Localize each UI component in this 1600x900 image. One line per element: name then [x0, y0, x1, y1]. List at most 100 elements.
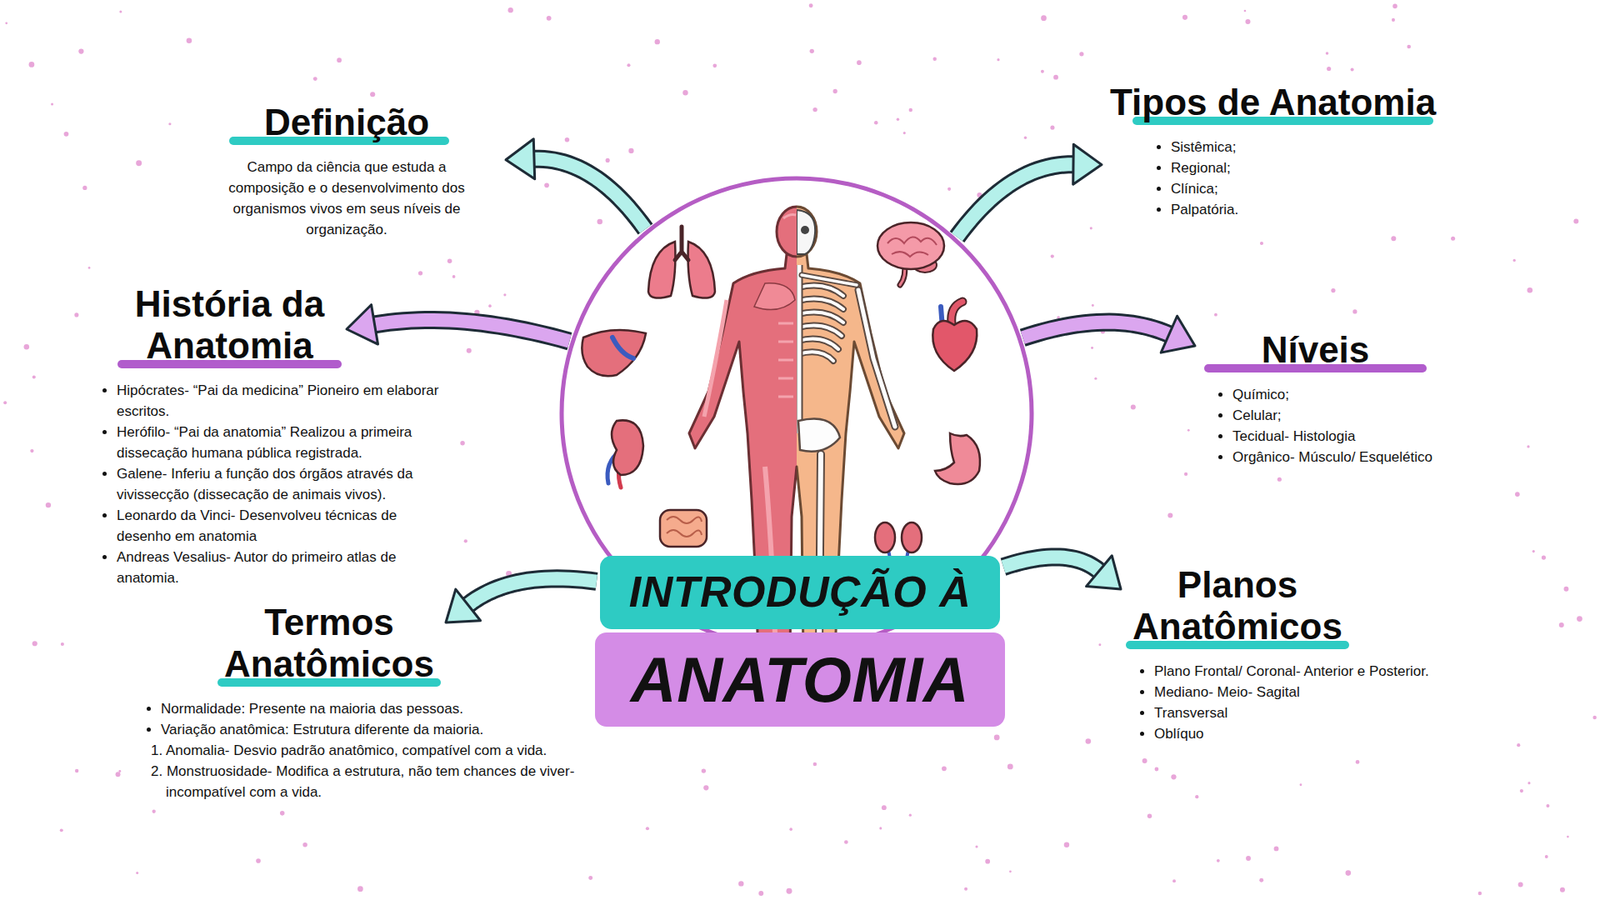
arrow-head — [1160, 315, 1195, 353]
background-dot — [964, 887, 968, 891]
bullet-item: Clínica; — [1170, 178, 1474, 200]
background-dot — [941, 765, 947, 771]
background-dot — [1592, 715, 1596, 720]
background-dot — [1545, 804, 1550, 808]
background-dot — [1170, 774, 1176, 780]
background-dot — [1091, 304, 1095, 307]
bullet-item: Mediano- Meio- Sagital — [1154, 681, 1509, 703]
background-dot — [1516, 743, 1520, 747]
background-dot — [1478, 891, 1482, 895]
background-dot — [856, 60, 862, 65]
background-dot — [786, 888, 793, 895]
background-dot — [45, 502, 51, 508]
curved-arrow — [1003, 555, 1121, 590]
illustration-part — [797, 265, 802, 434]
background-dot — [78, 48, 84, 54]
background-dot — [1182, 15, 1188, 20]
arrow-head — [505, 139, 535, 180]
background-dot — [596, 219, 603, 225]
background-dot — [1559, 622, 1565, 628]
illustration-part — [877, 222, 945, 270]
background-dot — [985, 859, 990, 865]
background-dot — [1352, 309, 1357, 314]
background-dot — [682, 90, 688, 95]
arrow-outline — [1022, 322, 1170, 339]
bullet-item: Galene- Inferiu a função dos órgãos atra… — [116, 463, 455, 505]
title-text: ANATOMIA — [630, 645, 970, 715]
background-dot — [645, 826, 650, 830]
background-dot — [1187, 429, 1190, 432]
background-dot — [833, 89, 838, 94]
background-dot — [1142, 758, 1148, 764]
background-dot — [488, 304, 492, 308]
background-dot — [903, 131, 906, 135]
background-dot — [5, 21, 8, 25]
background-dot — [1566, 835, 1570, 839]
background-dot — [1244, 10, 1247, 13]
arrow-body — [1022, 322, 1170, 339]
background-dot — [810, 49, 815, 54]
topic-heading: Níveis — [1204, 329, 1427, 371]
background-dot — [1350, 67, 1355, 71]
bullet-item: Celular; — [1232, 405, 1500, 426]
arrow-body — [956, 164, 1074, 237]
arrow-body — [468, 578, 597, 605]
background-dot — [1576, 615, 1583, 622]
background-dot — [1300, 783, 1303, 786]
topic-heading: Planos Anatômicos — [1125, 564, 1350, 648]
arrow-head — [346, 305, 379, 345]
illustration-part — [798, 285, 844, 361]
topic-heading: Tipos de Anatomia — [1110, 81, 1474, 124]
background-dot — [874, 120, 879, 125]
illustration-part — [800, 225, 810, 235]
bullet-item: Tecidual- Histologia — [1232, 425, 1500, 447]
background-dot — [1527, 287, 1534, 294]
background-dot — [1245, 19, 1250, 25]
background-dot — [813, 762, 818, 767]
background-dot — [758, 890, 764, 896]
background-dot — [1085, 738, 1092, 745]
background-dot — [1214, 313, 1218, 317]
background-dot — [60, 828, 64, 832]
background-dot — [628, 148, 634, 154]
hub-circle — [561, 178, 1032, 649]
background-dot — [703, 785, 709, 790]
background-dot — [75, 769, 79, 773]
background-dot — [1007, 763, 1014, 770]
bullet-list: Normalidade: Presente na maioria das pes… — [141, 698, 575, 803]
background-dot — [712, 64, 717, 69]
bullet-item: Sistêmica; — [1170, 136, 1474, 158]
bullet-list: Químico;Celular;Tecidual- HistologiaOrgâ… — [1200, 384, 1500, 468]
title-band: INTRODUÇÃO À — [600, 555, 1000, 630]
background-dot — [452, 275, 456, 279]
background-dot — [74, 312, 79, 317]
background-dot — [24, 344, 30, 350]
arrow-body — [534, 159, 645, 230]
arrow-head — [1073, 144, 1102, 185]
background-dot — [1345, 870, 1352, 876]
background-dot — [135, 871, 139, 875]
bullet-item: Oblíquo — [1154, 723, 1509, 745]
illustration-part — [951, 301, 963, 324]
background-dot — [357, 885, 364, 892]
bullet-list: Sistêmica;Regional;Clínica;Palpatória. — [1106, 136, 1474, 220]
illustration-part — [951, 301, 963, 324]
topic-heading: Termos Anatômicos — [217, 601, 441, 685]
background-dot — [1355, 760, 1360, 765]
numbered-item: 2. Monstruosidade- Modifica a estrutura,… — [150, 760, 575, 803]
background-dot — [370, 91, 375, 97]
topic-node: História da AnatomiaHipócrates- “Pai da … — [95, 283, 455, 589]
background-dot — [1406, 45, 1411, 50]
curved-arrow — [1022, 315, 1195, 353]
background-dot — [932, 57, 936, 61]
illustration-part — [581, 330, 646, 376]
background-dot — [313, 76, 318, 81]
background-dot — [168, 122, 171, 125]
background-dot — [1130, 405, 1136, 410]
background-dot — [1450, 236, 1455, 241]
illustration-part — [783, 215, 796, 220]
illustration-part — [875, 522, 895, 553]
background-dot — [789, 827, 793, 831]
background-dot — [1330, 288, 1335, 293]
